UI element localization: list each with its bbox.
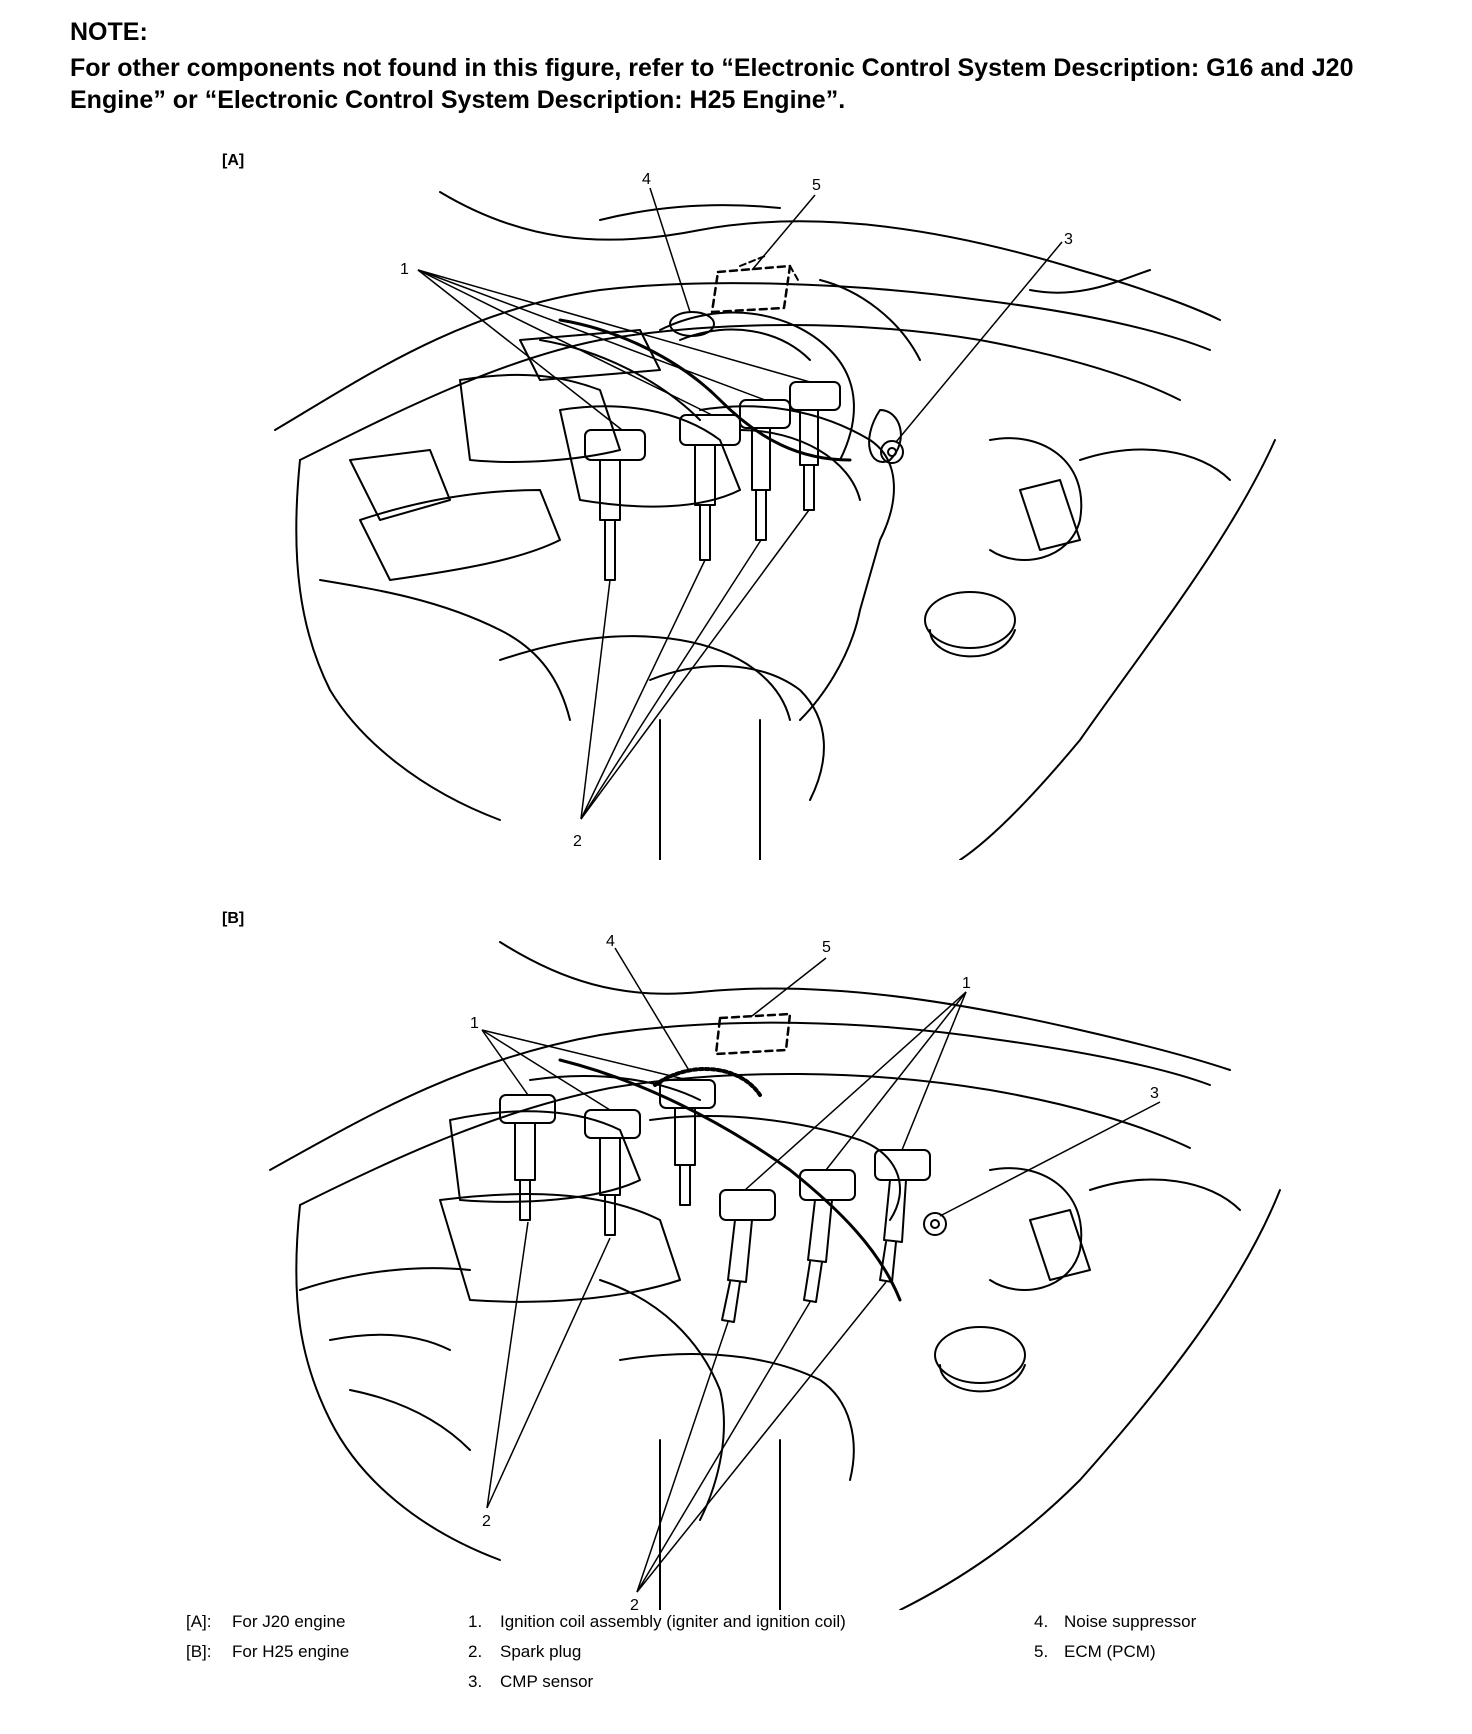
figure-a-callout-2: 2 bbox=[573, 833, 582, 850]
legend-part-3: 3. CMP sensor bbox=[468, 1672, 593, 1692]
figure-b-callout-2-left: 2 bbox=[482, 1513, 491, 1530]
note-heading: NOTE: bbox=[70, 18, 148, 46]
figure-a-label: [A] bbox=[222, 152, 245, 169]
legend-part-1: 1. Ignition coil assembly (igniter and ig… bbox=[468, 1612, 846, 1632]
figure-b-label: [B] bbox=[222, 910, 245, 927]
legend-variant-text: For J20 engine bbox=[232, 1612, 346, 1631]
legend-part-num: 3. bbox=[468, 1672, 483, 1691]
figure-b-callout-1-right: 1 bbox=[962, 975, 971, 992]
figure-b-callout-2-right: 2 bbox=[630, 1597, 639, 1610]
legend-variant-key: [A]: bbox=[186, 1612, 212, 1631]
figure-b-callout-5: 5 bbox=[822, 939, 831, 956]
legend-variant-b: [B]: For H25 engine bbox=[186, 1642, 349, 1662]
figure-a-callout-1: 1 bbox=[400, 261, 409, 278]
figure-b-callout-3: 3 bbox=[1150, 1085, 1159, 1102]
legend: [A]: For J20 engine [B]: For H25 engine 1.… bbox=[0, 1612, 1472, 1722]
figure-a-callout-3: 3 bbox=[1064, 231, 1073, 248]
legend-variant-key: [B]: bbox=[186, 1642, 212, 1661]
legend-variant-a: [A]: For J20 engine bbox=[186, 1612, 345, 1632]
figure-b-callout-4: 4 bbox=[606, 933, 615, 950]
legend-part-num: 4. bbox=[1034, 1612, 1049, 1631]
figure-a-callout-4: 4 bbox=[642, 171, 651, 188]
legend-part-text: CMP sensor bbox=[500, 1672, 594, 1691]
legend-part-text: ECM (PCM) bbox=[1064, 1642, 1156, 1661]
figure-b-callout-1-left: 1 bbox=[470, 1015, 479, 1032]
note-text: For other components not found in this f… bbox=[70, 54, 1354, 114]
legend-part-text: Noise suppressor bbox=[1064, 1612, 1197, 1631]
figure-a-drawing: 1 2 3 4 5 bbox=[274, 171, 1276, 860]
legend-part-num: 2. bbox=[468, 1642, 483, 1661]
legend-part-num: 5. bbox=[1034, 1642, 1049, 1661]
legend-part-5: 5. ECM (PCM) bbox=[1034, 1642, 1156, 1662]
figure-a: 1 2 3 4 5 bbox=[0, 160, 1472, 860]
legend-part-4: 4. Noise suppressor bbox=[1034, 1612, 1196, 1632]
legend-part-text: Spark plug bbox=[500, 1642, 582, 1661]
figure-a-callout-5: 5 bbox=[812, 177, 821, 194]
figure-b-drawing: 1 1 2 2 3 4 5 bbox=[269, 933, 1281, 1610]
legend-part-num: 1. bbox=[468, 1612, 483, 1631]
figure-b: 1 1 2 2 3 4 5 bbox=[0, 920, 1472, 1610]
legend-part-2: 2. Spark plug bbox=[468, 1642, 581, 1662]
legend-part-text: Ignition coil assembly (igniter and igni… bbox=[500, 1612, 846, 1631]
legend-variant-text: For H25 engine bbox=[232, 1642, 350, 1661]
